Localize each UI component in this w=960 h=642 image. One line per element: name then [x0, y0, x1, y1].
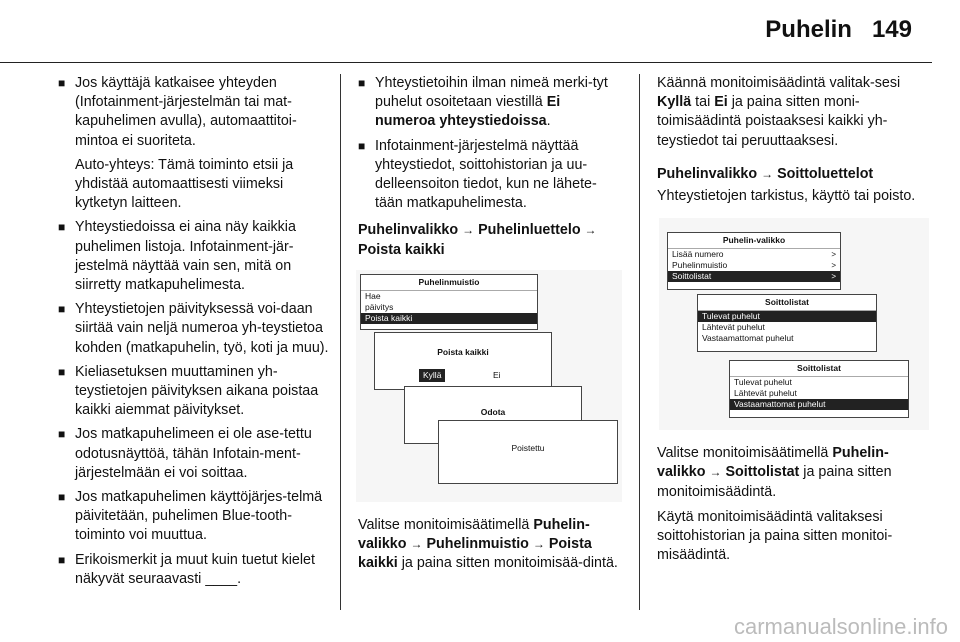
- menu-row-selected: Tulevat puhelut: [698, 311, 876, 323]
- window-title: Poistettu: [511, 442, 545, 453]
- text-run: .: [546, 113, 551, 130]
- window-title: Puhelin-valikko: [668, 233, 840, 250]
- column-3: Käännä monitoimisäädintä valitak-sesi Ky…: [657, 74, 929, 571]
- chevron-right-icon: >: [831, 250, 836, 260]
- window-title: Poista kaikki: [437, 346, 489, 357]
- header-title: Puhelin: [765, 16, 852, 43]
- no-option: Ei: [493, 369, 501, 380]
- menu-row: Lisää numero >: [668, 249, 840, 260]
- text-run: tai: [691, 94, 715, 111]
- page-header: Puhelin 149: [745, 16, 912, 44]
- phonebook-window: Puhelinmuistio Hae päivitys Poista kaikk…: [360, 273, 538, 330]
- menu-row-selected: Poista kaikki: [361, 312, 537, 324]
- bullet-item: Erikoismerkit ja muut kuin tuetut kielet…: [58, 551, 330, 589]
- menu-row: Hae: [365, 290, 381, 301]
- menu-row: päivitys: [365, 301, 394, 312]
- bold-term: Kyllä: [657, 94, 692, 111]
- arrow-icon: →: [709, 465, 722, 480]
- arrow-icon: →: [532, 537, 545, 552]
- menu-row: Lähtevät puhelut: [734, 388, 797, 399]
- paragraph: Valitse monitoimisäätimellä Puhelin-vali…: [657, 444, 929, 502]
- yes-option: Kyllä: [419, 368, 446, 382]
- page-number: 149: [871, 16, 912, 43]
- menu-row: Vastaamattomat puhelut: [702, 333, 794, 344]
- bold-term: Soittolistat: [725, 464, 800, 481]
- paragraph: Valitse monitoimisäätimellä Puhelin-vali…: [358, 516, 622, 574]
- text-run: ja paina sitten monitoimisää-dintä.: [397, 555, 618, 572]
- menu-row: Puhelinmuistio >: [668, 260, 840, 271]
- watermark: carmanualsonline.info: [733, 614, 948, 639]
- row-label: Lisää numero: [672, 249, 724, 260]
- chevron-right-icon: >: [831, 261, 836, 271]
- bullet-item: Yhteystietoihin ilman nimeä merki-tyt pu…: [358, 74, 622, 132]
- phone-menu-window: Puhelin-valikko Lisää numero > Puhelinmui…: [667, 232, 841, 291]
- call-lists-window-2: Soittolistat Tulevat puhelut Lähtevät pu…: [729, 360, 909, 419]
- window-title: Puhelinmuistio: [361, 275, 537, 291]
- bullet-item: Jos käyttäjä katkaisee yhteyden (Infotai…: [58, 74, 330, 151]
- bold-term: Ei: [546, 94, 561, 111]
- text-run: Valitse monitoimisäätimellä: [657, 445, 833, 462]
- text-run: ja paina sitten monitoimisäädintä.: [657, 464, 892, 500]
- column-1: Jos käyttäjä katkaisee yhteyden (Infotai…: [58, 74, 330, 594]
- section-heading: Puhelinvalikko → Puhelinluettelo → Poist…: [358, 221, 622, 259]
- heading-part: Puhelinvalikko: [657, 165, 758, 182]
- paragraph: Yhteystietojen tarkistus, käyttö tai poi…: [657, 188, 916, 205]
- section-heading: Puhelinvalikko → Soittoluettelot: [657, 165, 929, 184]
- arrow-icon: →: [584, 223, 597, 238]
- column-divider-2: [639, 74, 640, 610]
- bullet-item: Yhteystietojen päivityksessä voi-daan si…: [58, 300, 330, 358]
- heading-part: Puhelinluettelo: [478, 222, 581, 239]
- menu-row-selected: Vastaamattomat puhelut: [730, 399, 908, 411]
- bullet-item: Infotainment-järjestelmä näyttää yhteyst…: [358, 137, 622, 214]
- paragraph: Käännä monitoimisäädintä valitak-sesi Ky…: [657, 74, 929, 151]
- arrow-icon: →: [761, 166, 774, 181]
- row-label: Puhelinmuistio: [672, 260, 728, 271]
- bullet-item: Jos matkapuhelimeen ei ole ase-tettu odo…: [58, 425, 330, 483]
- arrow-icon: →: [410, 537, 423, 552]
- menu-row: Lähtevät puhelut: [702, 322, 765, 333]
- menu-row: Tulevat puhelut: [734, 377, 792, 388]
- bold-term: Ei: [714, 94, 728, 111]
- header-rule: [0, 62, 932, 63]
- screen-illustration-delete: Puhelinmuistio Hae päivitys Poista kaikk…: [356, 269, 622, 502]
- bullet-item: Kieliasetuksen muuttaminen yh-teystietoj…: [58, 363, 330, 421]
- heading-part: Poista kaikki: [358, 241, 445, 258]
- sub-paragraph: Auto-yhteys: Tämä toiminto etsii ja yhdi…: [75, 156, 294, 212]
- text-run: Käännä monitoimisäädintä valitak-sesi: [657, 75, 901, 91]
- bullet-item: Jos matkapuhelimen käyttöjärjes-telmä pä…: [58, 488, 330, 546]
- row-label: Soittolistat: [672, 271, 712, 282]
- paragraph: Käytä monitoimisäädintä valitaksesi soit…: [657, 508, 893, 564]
- window-title: Odota: [480, 406, 506, 417]
- heading-part: Soittoluettelot: [777, 165, 874, 182]
- heading-part: Puhelinvalikko: [358, 222, 459, 239]
- screen-illustration-call-lists: Puhelin-valikko Lisää numero > Puhelinmui…: [659, 218, 929, 431]
- arrow-icon: →: [462, 223, 475, 238]
- text-run: ja paina sitten moni-toimisäädintä poist…: [657, 94, 888, 149]
- column-divider-1: [340, 74, 341, 610]
- deleted-window: Poistettu: [438, 419, 618, 484]
- window-title: Soittolistat: [730, 361, 908, 378]
- text-run: Yhteystietoihin ilman nimeä merki-tyt pu…: [375, 75, 608, 111]
- confirm-window: Poista kaikki Kyllä Ei: [374, 331, 552, 390]
- chevron-right-icon: >: [831, 272, 836, 282]
- bold-term: Puhelin-valikko: [358, 516, 590, 553]
- bold-term: numeroa yhteystiedoissa: [375, 113, 547, 130]
- call-lists-window: Soittolistat Tulevat puhelut Lähtevät pu…: [697, 294, 877, 353]
- column-2: Yhteystietoihin ilman nimeä merki-tyt pu…: [356, 74, 622, 579]
- bold-term: Poista kaikki: [358, 536, 592, 572]
- bullet-item: Yhteystiedoissa ei aina näy kaikkia puhe…: [58, 218, 330, 295]
- window-title: Soittolistat: [698, 295, 876, 312]
- bold-term: Puhelinmuistio: [426, 536, 529, 553]
- bold-term: Puhelin-valikko: [657, 445, 889, 481]
- menu-row-selected: Soittolistat >: [668, 271, 840, 283]
- text-run: Valitse monitoimisäätimellä: [358, 516, 534, 533]
